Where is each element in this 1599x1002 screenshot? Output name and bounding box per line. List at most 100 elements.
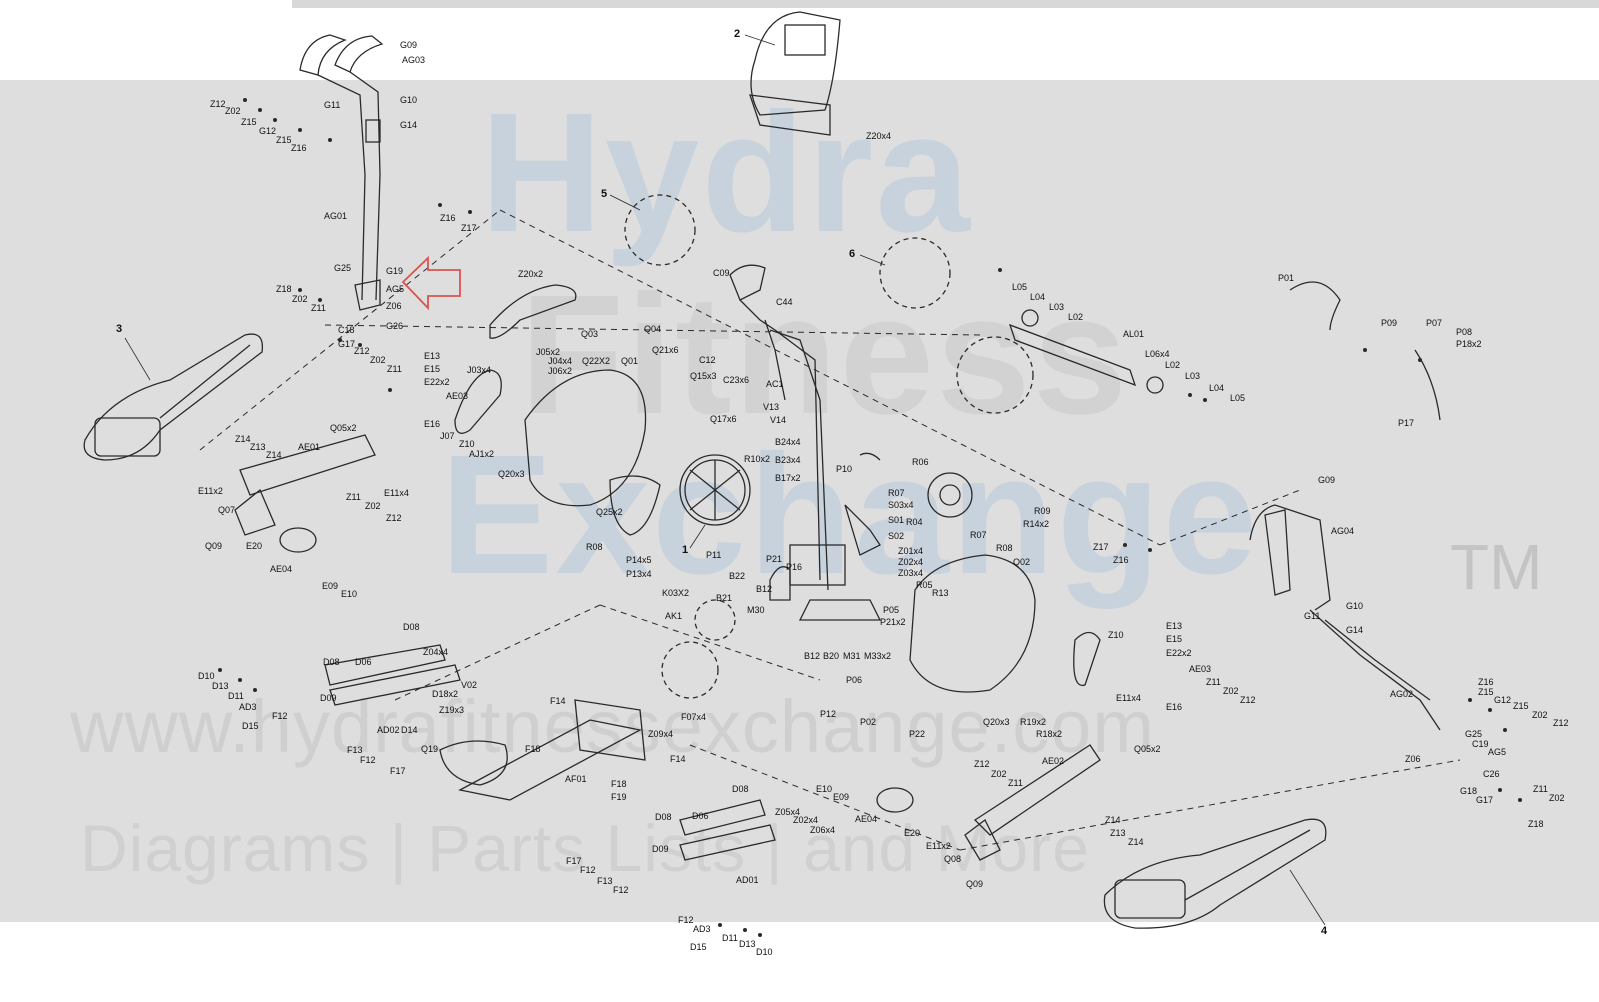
part-label: P11 [706,550,722,560]
main-frame-drawing [729,264,973,621]
part-label: D18x2 [432,689,459,699]
part-label: Q20x3 [983,717,1010,727]
highlight-arrow [401,255,461,311]
part-label: P16 [786,562,803,572]
part-label: D09 [320,693,337,703]
part-label: AG03 [402,55,426,65]
part-label: AK1 [665,611,683,621]
part-label: K03X2 [662,588,690,598]
part-label: AE03 [1189,664,1212,674]
part-label: F12 [272,711,288,721]
part-label: G18 [1460,786,1478,796]
assembly-number-6: 6 [849,248,856,260]
part-label: L03 [1049,302,1065,312]
part-label: E09 [833,792,850,802]
part-label: F18 [525,744,541,754]
part-label: P05 [883,605,900,615]
part-label: Q20x3 [498,469,525,479]
part-label: D11 [228,691,244,701]
left-shroud-drawing [454,284,751,536]
part-label: Z12 [1553,718,1569,728]
part-label: Z01x4 [898,546,924,556]
part-label: Z12 [974,759,990,769]
part-label: Z06 [386,301,402,311]
part-label: Q03 [581,329,599,339]
part-label: G12 [1494,695,1512,705]
part-label: Z18 [276,284,292,294]
part-label: P21 [766,554,783,564]
part-label: Z15 [276,135,292,145]
part-label: R19x2 [1020,717,1047,727]
part-label: S03x4 [888,500,914,510]
part-label: F13 [347,745,363,755]
part-label: R07 [888,488,905,498]
part-label: G11 [1304,611,1321,621]
right-pedal-drawing [1103,818,1327,929]
part-label: E11x2 [198,486,223,496]
part-label: Z11 [1533,784,1548,794]
part-label: Q07 [218,505,236,515]
part-label: F18 [611,779,627,789]
tensioner-drawing [1008,281,1441,421]
part-label: Z15 [1478,687,1494,697]
part-label: Z02x4 [793,815,819,825]
part-label: Q05x2 [1134,744,1161,754]
part-label: P18x2 [1456,339,1482,349]
part-label: Z02 [991,769,1007,779]
watermark-trademark: TM [1450,531,1543,603]
part-label: E20 [904,828,921,838]
right-handlebar-drawing [1249,504,1441,731]
right-shroud-drawing [909,554,1101,693]
part-label: Z12 [354,346,370,356]
part-label: F17 [566,856,582,866]
part-label: L02 [1068,312,1084,322]
part-label: Q17x6 [710,414,737,424]
part-label: Z19x3 [439,705,465,715]
part-label: Z14 [1105,815,1121,825]
part-label: L04 [1209,383,1225,393]
part-label: P02 [860,717,877,727]
part-label: E13 [1166,621,1183,631]
part-label: Z06x4 [810,825,836,835]
assembly-axis-lines [199,209,1461,851]
part-label: Z11 [1008,778,1023,788]
part-label: F12 [613,885,629,895]
part-label: Z02 [370,355,386,365]
part-label: G14 [1346,625,1364,635]
part-label: E16 [1166,702,1183,712]
part-label: AD3 [693,924,711,934]
fastener-dots [218,98,1522,937]
part-label: V02 [461,680,478,690]
part-label: J04x4 [548,356,573,366]
part-label: Z11 [311,303,326,313]
part-label: G14 [400,120,418,130]
part-label: M33x2 [864,651,892,661]
part-label: AC1 [766,379,784,389]
assembly-number-1: 1 [682,544,689,556]
part-label: C09 [713,268,730,278]
part-label: Z13 [250,442,266,452]
part-label: AG5 [386,284,405,294]
part-label: AG01 [324,211,348,221]
left-handlebar-drawing [299,34,384,311]
part-label: Z10 [459,439,475,449]
assembly-number-2: 2 [734,28,741,40]
part-label: F07x4 [681,712,707,722]
part-label: D06 [355,657,372,667]
console-drawing [749,11,841,136]
part-label: Q08 [944,854,962,864]
part-label: R18x2 [1036,729,1063,739]
watermark-brand-fitness: Fitness [520,260,1130,450]
part-label: E22x2 [1166,648,1192,658]
part-label: AG5 [1488,747,1507,757]
watermark-url: www.hydrafitnessexchange.com [70,685,1156,768]
watermark-tagline: Diagrams | Parts Lists | and More [80,811,1090,885]
part-label: R05 [916,580,933,590]
part-label: D10 [756,947,773,957]
part-label: AJ1x2 [469,449,495,459]
part-label: Z20x4 [866,131,892,141]
part-label: Z17 [461,223,477,233]
part-label: P08 [1456,327,1473,337]
part-label: P14x5 [626,555,652,565]
